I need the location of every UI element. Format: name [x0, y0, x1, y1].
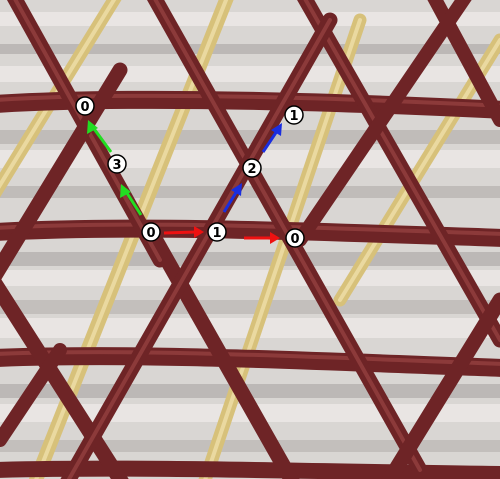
node-label: 1 [212, 226, 221, 241]
node-label: 0 [290, 232, 299, 247]
node-label: 2 [247, 162, 256, 177]
node-label: 0 [80, 100, 89, 115]
node-marker: 1 [207, 222, 227, 242]
red-arrow-2 [244, 232, 280, 244]
green-arrow-2 [87, 120, 113, 153]
node-marker: 0 [75, 96, 95, 116]
green-arrow-1 [120, 184, 143, 216]
node-marker: 0 [285, 228, 305, 248]
node-marker: 0 [141, 222, 161, 242]
path-arrows [87, 120, 282, 244]
node-marker: 1 [284, 105, 304, 125]
red-arrow-1 [163, 226, 204, 238]
node-markers: 0 3 0 1 0 2 1 [75, 96, 305, 248]
blue-arrow-1 [222, 183, 242, 213]
node-label: 0 [146, 226, 155, 241]
node-marker: 2 [242, 158, 262, 178]
node-marker: 3 [107, 154, 127, 174]
node-label: 3 [112, 158, 121, 173]
node-label: 1 [289, 109, 298, 124]
blue-arrow-2 [261, 123, 282, 153]
